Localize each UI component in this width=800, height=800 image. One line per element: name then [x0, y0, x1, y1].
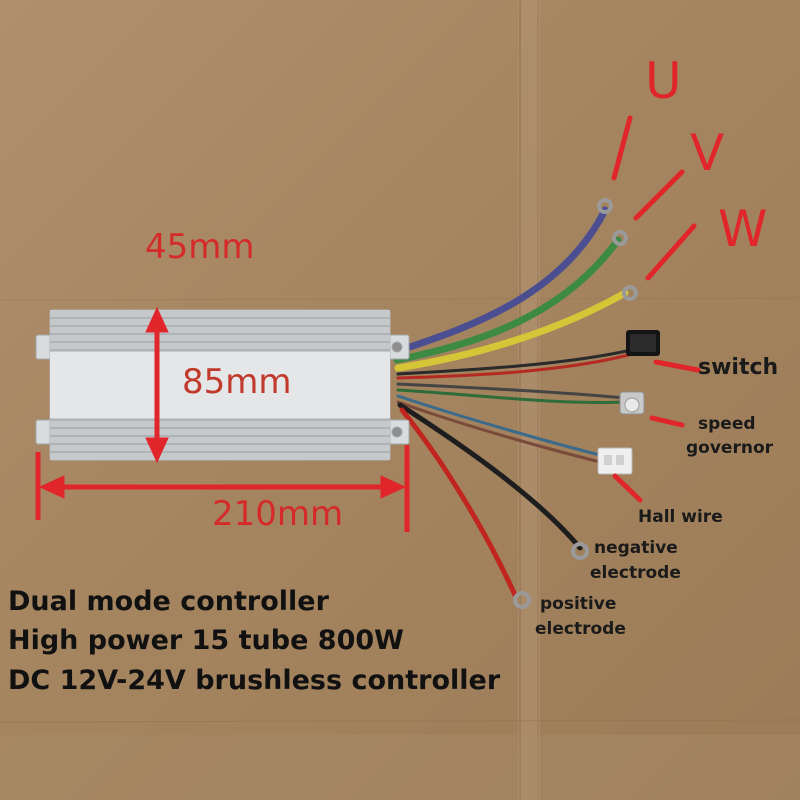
rocker-switch: [626, 330, 660, 356]
w-phase-wire-yellow: [394, 289, 629, 372]
phase-w-label: W: [718, 200, 768, 258]
hall-wire-blue: [396, 394, 602, 457]
length-dimension-label: 210mm: [212, 494, 344, 534]
spec-line-dual-mode: Dual mode controller: [8, 586, 329, 617]
positive-electrode-label-line1: positive: [540, 594, 617, 614]
ring-terminals: [513, 198, 638, 609]
governor-wire-green: [396, 388, 627, 405]
controller-body: [49, 309, 391, 461]
switch-wire-red: [396, 350, 642, 380]
positive-electrode-label-line2: electrode: [535, 619, 626, 639]
spec-line-voltage: DC 12V-24V brushless controller: [8, 665, 501, 696]
hall-connector: [597, 447, 633, 475]
negative-electrode-label-line1: negative: [594, 538, 678, 558]
governor-wire: [396, 382, 627, 400]
speed-governor-label-line2: governor: [686, 438, 774, 458]
phase-v-label: V: [690, 124, 725, 182]
negative-electrode-label-line2: electrode: [590, 563, 681, 583]
spec-line-power: High power 15 tube 800W: [8, 625, 404, 656]
positive-wire-red: [399, 407, 518, 598]
negative-wire-black: [397, 402, 583, 551]
switch-label: switch: [698, 355, 779, 380]
v-phase-wire-green: [393, 236, 622, 364]
speed-governor-label-line1: speed: [698, 414, 756, 434]
controller-wires: [391, 206, 642, 598]
hall-wire-label: Hall wire: [638, 507, 723, 527]
depth-dimension-label: 45mm: [145, 227, 255, 267]
phase-u-label: U: [645, 52, 682, 110]
height-dimension-label: 85mm: [182, 362, 292, 402]
speed-governor-knob: [619, 391, 645, 415]
hall-wire-brown: [396, 400, 602, 464]
dimension-arrows: [35, 306, 410, 532]
switch-wire-black: [396, 346, 642, 376]
u-phase-wire-blue: [391, 206, 609, 356]
callout-strokes: [611, 115, 701, 503]
